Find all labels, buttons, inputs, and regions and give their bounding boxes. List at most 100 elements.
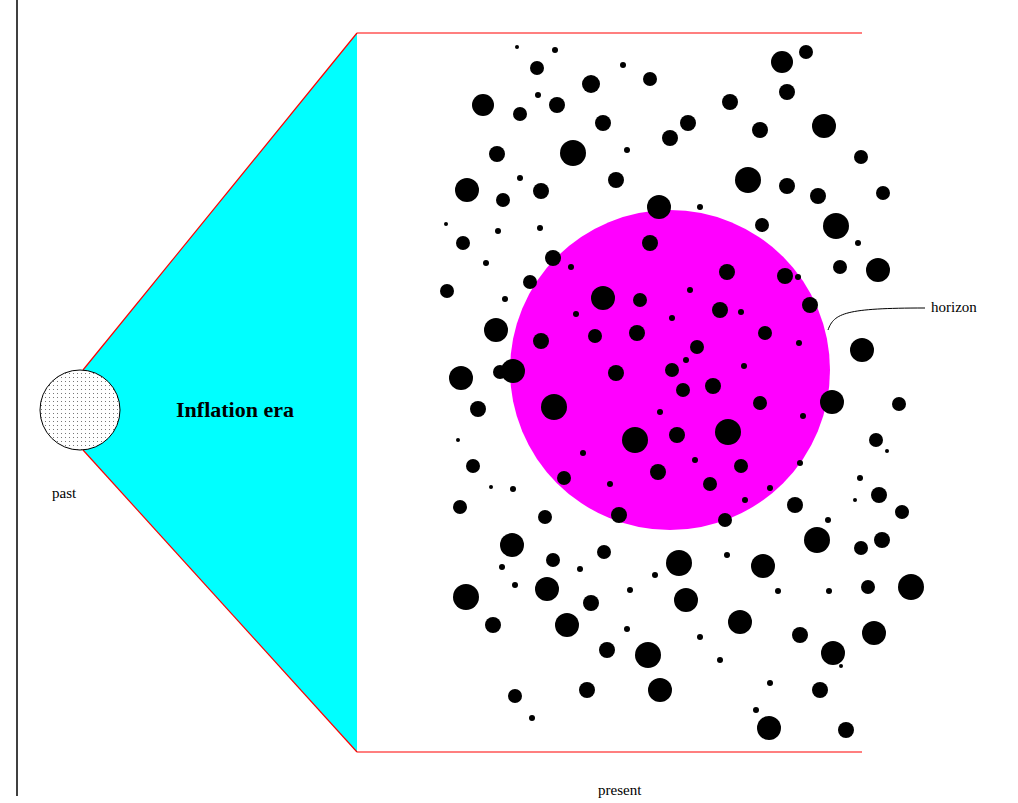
galaxy-dot bbox=[779, 84, 795, 100]
galaxy-dot bbox=[892, 397, 906, 411]
galaxy-dot bbox=[825, 517, 831, 523]
galaxy-dot bbox=[560, 140, 586, 166]
galaxy-dot bbox=[538, 510, 552, 524]
galaxy-dot bbox=[804, 527, 830, 553]
galaxy-dot bbox=[724, 552, 730, 558]
galaxy-dot bbox=[771, 51, 793, 73]
galaxy-dot bbox=[635, 642, 661, 668]
galaxy-dot bbox=[535, 92, 541, 98]
galaxy-dot bbox=[874, 532, 890, 548]
galaxy-dot bbox=[611, 507, 627, 523]
galaxy-dot bbox=[657, 409, 663, 415]
galaxy-dot bbox=[484, 318, 508, 342]
inflation-band: Inflation era bbox=[80, 33, 357, 752]
galaxy-dot bbox=[826, 588, 832, 594]
galaxy-dot bbox=[796, 340, 802, 346]
horizon-label: horizon bbox=[931, 299, 977, 316]
galaxy-dot bbox=[583, 595, 599, 611]
galaxy-dot bbox=[669, 427, 685, 443]
leader-line bbox=[828, 308, 925, 330]
galaxy-dot bbox=[812, 114, 836, 138]
galaxy-dot bbox=[753, 396, 767, 410]
galaxy-dot bbox=[588, 329, 602, 343]
galaxy-dot bbox=[662, 130, 678, 146]
galaxy-dot bbox=[557, 471, 571, 485]
galaxy-dot bbox=[767, 485, 773, 491]
galaxy-dot bbox=[533, 333, 549, 349]
galaxy-dot bbox=[795, 274, 801, 280]
galaxy-dot bbox=[648, 678, 672, 702]
galaxy-dot bbox=[717, 657, 723, 663]
galaxy-dot bbox=[455, 178, 479, 202]
galaxy-dot bbox=[876, 186, 890, 200]
galaxy-dot bbox=[898, 574, 924, 600]
galaxy-dot bbox=[753, 707, 759, 713]
galaxy-dot bbox=[608, 172, 624, 188]
era-label: present bbox=[598, 782, 641, 799]
galaxy-dot bbox=[568, 264, 574, 270]
galaxy-dot bbox=[489, 146, 505, 162]
galaxy-dot bbox=[895, 505, 909, 519]
galaxy-dot bbox=[775, 588, 781, 594]
galaxy-dot bbox=[629, 325, 645, 341]
galaxy-dot bbox=[580, 450, 586, 456]
galaxy-dot bbox=[715, 419, 741, 445]
galaxy-dot bbox=[535, 577, 559, 601]
galaxy-dot bbox=[697, 204, 703, 210]
galaxy-dot bbox=[757, 716, 781, 740]
galaxy-dot bbox=[549, 97, 565, 113]
galaxy-dot bbox=[800, 413, 806, 419]
galaxy-dot bbox=[751, 554, 775, 578]
axis-line bbox=[16, 0, 18, 796]
galaxy-dot bbox=[839, 664, 843, 668]
galaxy-dot bbox=[552, 47, 558, 53]
galaxy-dot bbox=[608, 365, 624, 381]
galaxy-dot bbox=[523, 275, 537, 289]
galaxy-dot bbox=[546, 553, 560, 567]
galaxy-dot bbox=[512, 582, 518, 588]
galaxy-dot bbox=[838, 722, 854, 738]
galaxy-dot bbox=[755, 218, 769, 232]
galaxy-dot bbox=[833, 260, 847, 274]
galaxy-dot bbox=[633, 293, 647, 307]
galaxy-dot bbox=[722, 94, 738, 110]
boundary-line bbox=[357, 32, 862, 33]
galaxy-dot bbox=[719, 264, 735, 280]
galaxy-dot bbox=[545, 250, 561, 266]
galaxy-dot bbox=[502, 296, 508, 302]
galaxy-dot bbox=[703, 477, 717, 491]
galaxy-dot bbox=[537, 225, 543, 231]
galaxy-dot bbox=[820, 390, 844, 414]
galaxy-dot bbox=[470, 401, 486, 417]
galaxy-dot bbox=[485, 617, 501, 633]
galaxy-dot bbox=[444, 222, 448, 226]
galaxy-dot bbox=[607, 481, 613, 487]
galaxy-dot bbox=[508, 689, 522, 703]
galaxy-dot bbox=[812, 682, 828, 698]
galaxy-dot bbox=[850, 338, 874, 362]
galaxy-dot bbox=[857, 475, 863, 481]
galaxy-dot bbox=[666, 550, 692, 576]
galaxy-dot bbox=[742, 497, 748, 503]
galaxy-dot bbox=[669, 315, 675, 321]
galaxy-dot bbox=[541, 394, 567, 420]
galaxy-dot bbox=[665, 363, 679, 377]
boundary-line bbox=[357, 751, 862, 752]
galaxy-dot bbox=[622, 427, 648, 453]
galaxy-dot bbox=[456, 438, 460, 442]
galaxy-dot bbox=[495, 228, 501, 234]
galaxy-dot bbox=[823, 213, 849, 239]
galaxy-dot bbox=[767, 680, 773, 686]
galaxy-dot bbox=[885, 449, 889, 453]
galaxy-dot bbox=[620, 62, 626, 68]
galaxy-dot bbox=[777, 268, 793, 284]
galaxy-dot bbox=[453, 500, 467, 514]
galaxy-dot bbox=[712, 302, 728, 318]
galaxy-dot bbox=[676, 383, 690, 397]
galaxy-dot bbox=[810, 188, 826, 204]
galaxy-dot bbox=[735, 167, 761, 193]
band-label: Inflation era bbox=[175, 398, 295, 422]
galaxy-dot bbox=[821, 641, 845, 665]
galaxy-dots bbox=[440, 45, 924, 740]
galaxy-dot bbox=[579, 682, 595, 698]
